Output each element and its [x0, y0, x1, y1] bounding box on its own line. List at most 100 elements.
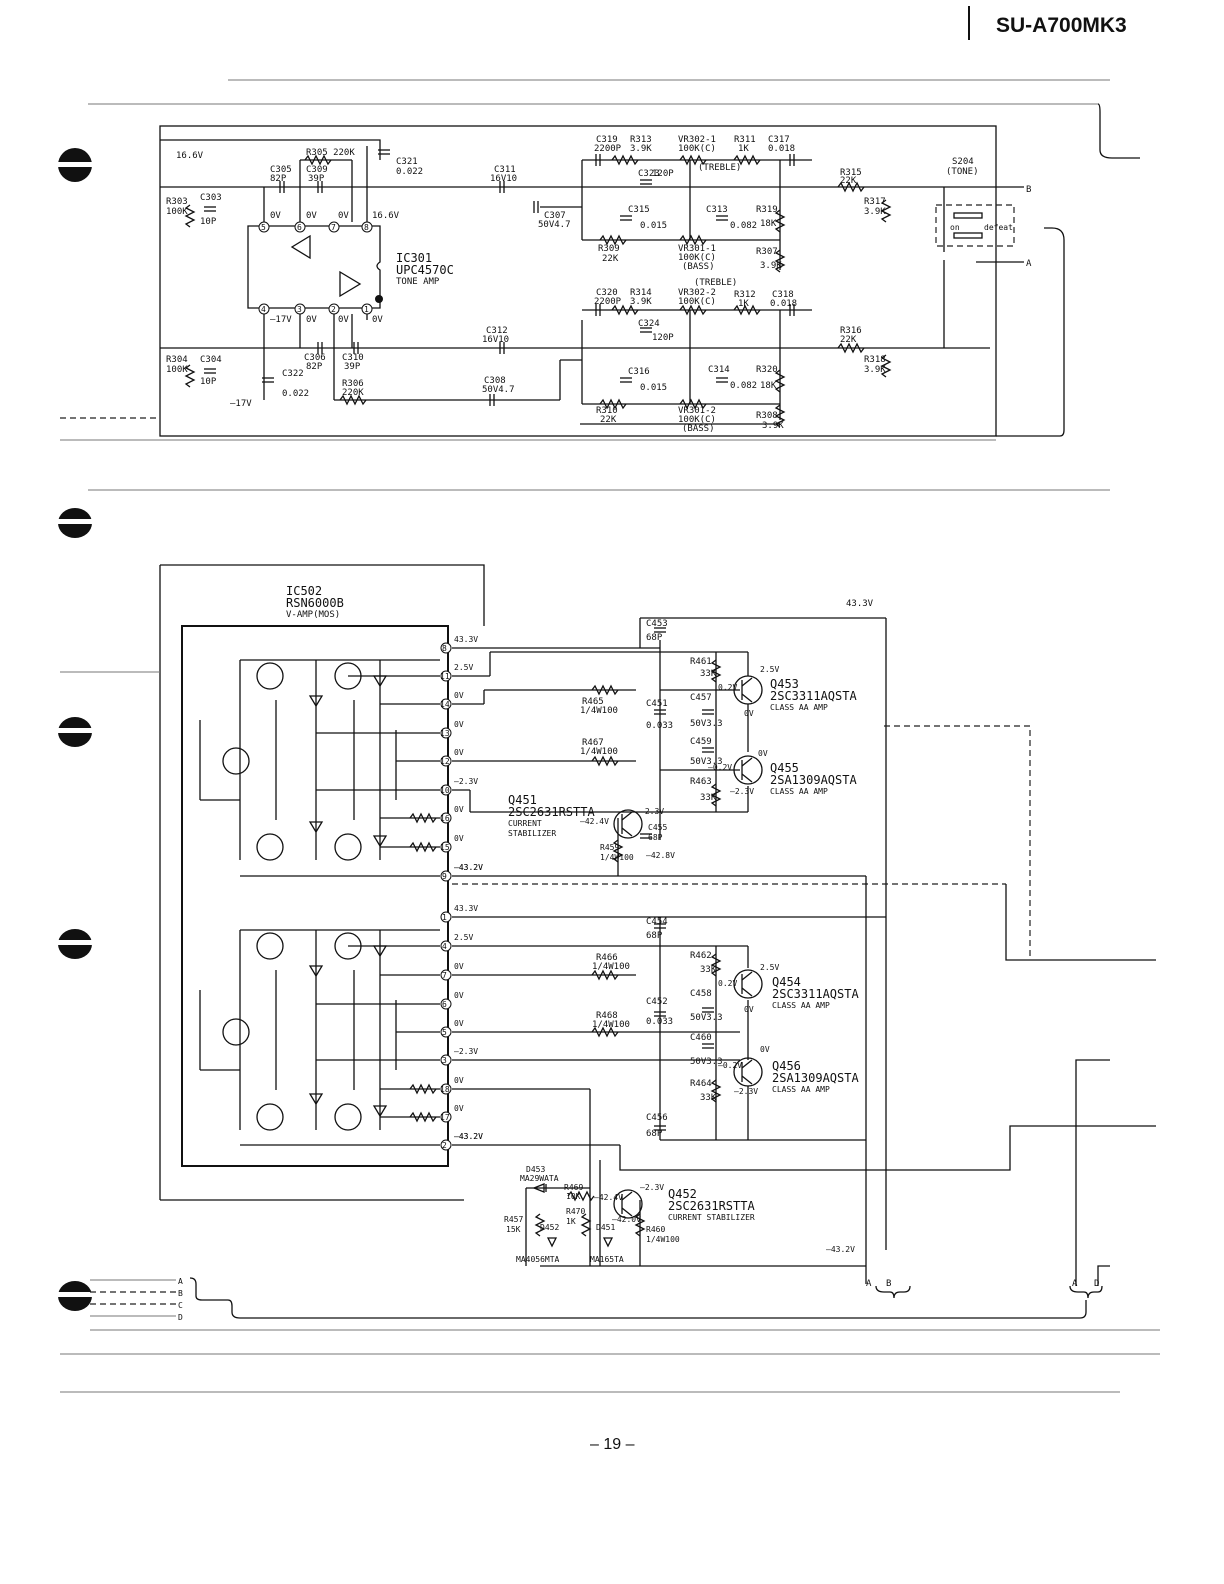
c458-ref: C458: [690, 989, 712, 999]
r463-ref: R463: [690, 777, 712, 787]
r314-value: 3.9K: [630, 297, 652, 307]
vr301-2-ref: VR301-2: [678, 406, 716, 416]
c454-ref: C454: [646, 917, 668, 927]
pin8-v: 16.6V: [372, 211, 400, 221]
ic502-internal-upper: [199, 659, 440, 877]
r311-ref: R311: [734, 135, 756, 145]
bottom-rail-v: –43.2V: [826, 1245, 855, 1254]
q456-part: 2SA1309AQSTA: [772, 1071, 859, 1085]
c323-value: 120P: [652, 169, 674, 179]
c318-ref: C318: [772, 290, 794, 300]
r319-value: 18K: [760, 219, 777, 229]
r310-ref: R310: [596, 406, 618, 416]
svg-text:0V: 0V: [454, 691, 464, 700]
s204-desc: (TONE): [946, 167, 979, 177]
treble-label-2: (TREBLE): [694, 278, 737, 288]
svg-text:12: 12: [440, 757, 450, 766]
q455-ve: –2.3V: [730, 787, 754, 796]
q456-vc: 0V: [760, 1045, 770, 1054]
r315-ref: R315: [840, 168, 862, 178]
svg-text:0V: 0V: [454, 962, 464, 971]
ic502-lower-pins: [440, 911, 452, 1151]
bottom-rail-v-upper: –43.2V: [454, 863, 483, 872]
c310-ref: C310: [342, 353, 364, 363]
r309-ref: R309: [598, 244, 620, 254]
svg-text:4: 4: [261, 305, 266, 314]
svg-text:3: 3: [442, 1056, 447, 1065]
r469-ref: R469: [564, 1183, 583, 1192]
model-title: SU-A700MK3: [996, 14, 1127, 37]
r468-ref: R468: [596, 1011, 618, 1021]
r314-ref: R314: [630, 288, 652, 298]
c305-ref: C305: [270, 165, 292, 175]
svg-text:0V: 0V: [454, 720, 464, 729]
r460-ref: R460: [646, 1225, 665, 1234]
tone-conn-b: B: [1026, 185, 1031, 195]
r464-value: 33K: [700, 1093, 717, 1103]
svg-text:7: 7: [442, 971, 447, 980]
s204-on: on: [950, 223, 960, 232]
d451-ref: D451: [596, 1223, 615, 1232]
r460-value: 1/4W100: [646, 1235, 680, 1244]
d451-part: MA165TA: [590, 1255, 624, 1264]
r311-value: 1K: [738, 144, 749, 154]
q451-vb: –42.4V: [580, 817, 609, 826]
r466-value: 1/4W100: [592, 962, 630, 972]
r464-ref: R464: [690, 1079, 712, 1089]
q454-part: 2SC3311AQSTA: [772, 987, 859, 1001]
c315-ref: C315: [628, 205, 650, 215]
r304-ref: R304: [166, 355, 188, 365]
d452-ref: D452: [540, 1223, 559, 1232]
svg-text:7: 7: [331, 223, 336, 232]
supply-neg-label: –17V: [230, 399, 252, 409]
svg-text:16: 16: [440, 814, 450, 823]
page-number: – 19 –: [590, 1436, 635, 1453]
supply-pos-label: 16.6V: [176, 151, 204, 161]
c452-value: 0.033: [646, 1017, 673, 1027]
c453-value: 68P: [646, 633, 663, 643]
r465-value: 1/4W100: [580, 706, 618, 716]
c303-ref: C303: [200, 193, 222, 203]
vr302-1-value: 100K(C): [678, 144, 716, 154]
c304-value: 10P: [200, 377, 217, 387]
c454-value: 68P: [646, 931, 663, 941]
r461-ref: R461: [690, 657, 712, 667]
c317-value: 0.018: [768, 144, 795, 154]
c320-ref: C320: [596, 288, 618, 298]
ic502-upper-pins: [440, 642, 452, 882]
pin6-v: 0V: [306, 211, 317, 221]
q456-ve: –2.3V: [734, 1087, 758, 1096]
pin3-v: 0V: [306, 315, 317, 325]
r313-ref: R313: [630, 135, 652, 145]
r310-value: 22K: [600, 415, 617, 425]
c313-ref: C313: [706, 205, 728, 215]
ic502-desc: V-AMP(MOS): [286, 610, 340, 620]
pin7-v: 0V: [338, 211, 349, 221]
c322-value: 0.022: [282, 389, 309, 399]
svg-text:2.5V: 2.5V: [454, 933, 473, 942]
d452-part: MA4056MTA: [516, 1255, 560, 1264]
r463-value: 33K: [700, 793, 717, 803]
c307-value: 50V4.7: [538, 220, 571, 230]
pin4-v: –17V: [270, 315, 292, 325]
r309-value: 22K: [602, 254, 619, 264]
mid-conn-a: A: [866, 1279, 872, 1289]
q451-desc1: CURRENT: [508, 819, 542, 828]
c315-value: 0.015: [640, 221, 667, 231]
q453-vb: 0.2V: [718, 683, 737, 692]
c309-value: 39P: [308, 174, 325, 184]
r305-label: R305 220K: [306, 148, 355, 158]
ic502-part: RSN6000B: [286, 596, 344, 610]
c321-ref: C321: [396, 157, 418, 167]
r308-value: 3.9K: [762, 421, 784, 431]
c457-ref: C457: [690, 693, 712, 703]
svg-text:6: 6: [297, 223, 302, 232]
q454-desc: CLASS AA AMP: [772, 1001, 830, 1010]
svg-text:5: 5: [442, 1028, 447, 1037]
svg-text:3: 3: [297, 305, 302, 314]
q454-ve: 0V: [744, 1005, 754, 1014]
r315-value: 22K: [840, 176, 857, 186]
c312-value: 16V10: [482, 335, 509, 345]
c306-ref: C306: [304, 353, 326, 363]
svg-text:13: 13: [440, 729, 450, 738]
